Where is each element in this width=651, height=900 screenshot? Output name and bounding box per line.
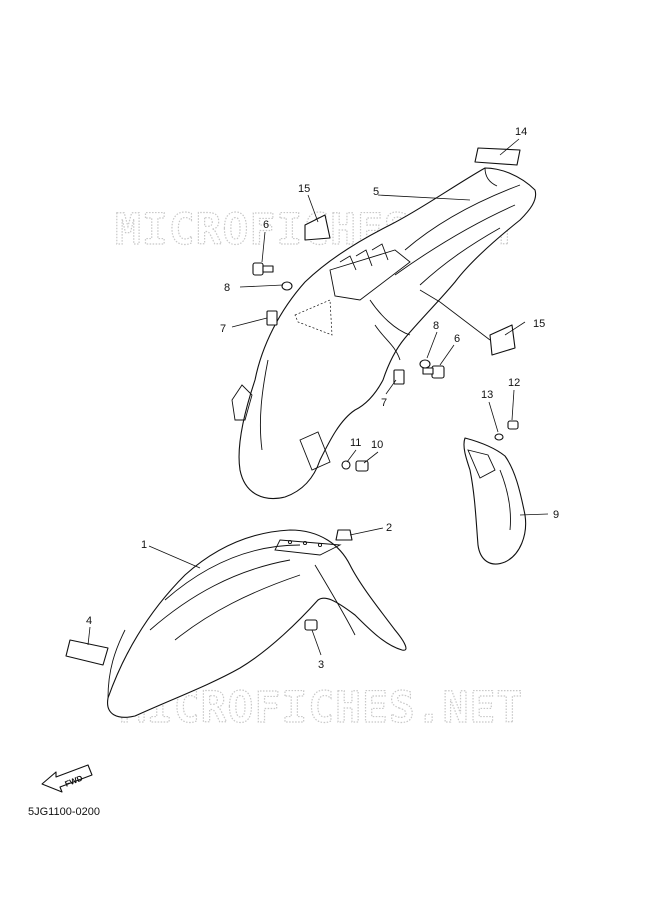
callout-8-left: 8 — [224, 282, 230, 294]
callout-11: 11 — [350, 437, 361, 449]
front-fender — [107, 529, 407, 718]
label-15-left — [304, 214, 331, 241]
washer-8-right — [419, 359, 431, 369]
rear-fender — [231, 167, 537, 500]
callout-1: 1 — [141, 539, 147, 551]
screw-3 — [304, 619, 318, 631]
callout-6-left: 6 — [263, 219, 269, 231]
callout-14: 14 — [515, 126, 527, 138]
leader-lines — [87, 138, 549, 656]
washer-8-left — [281, 281, 293, 291]
callout-15-left: 15 — [298, 183, 310, 195]
bolt-6-left — [252, 262, 274, 276]
callout-15-right: 15 — [533, 318, 545, 330]
callout-4: 4 — [86, 615, 92, 627]
callout-7-left: 7 — [220, 323, 226, 335]
diagram-code: 5JG1100-0200 — [28, 806, 100, 818]
washer-11 — [341, 460, 351, 470]
callout-3: 3 — [318, 659, 324, 671]
callout-6-right: 6 — [454, 333, 460, 345]
callout-12: 12 — [508, 377, 520, 389]
clip-7-left — [266, 310, 278, 326]
clip-7-right — [393, 369, 405, 385]
callout-7-right: 7 — [381, 397, 387, 409]
callout-13: 13 — [481, 389, 493, 401]
callout-10: 10 — [371, 439, 383, 451]
screw-12 — [507, 420, 519, 430]
callout-2: 2 — [386, 522, 392, 534]
mud-flap — [463, 437, 527, 565]
label-14 — [474, 147, 521, 166]
callout-9: 9 — [553, 509, 559, 521]
washer-13 — [494, 433, 504, 441]
label-15-right — [489, 324, 516, 356]
label-4 — [65, 639, 109, 666]
callout-8-right: 8 — [433, 320, 439, 332]
fwd-arrow-icon: FWD — [41, 764, 93, 793]
nut-2 — [335, 529, 353, 541]
nut-10 — [355, 460, 369, 472]
bolt-6-right — [422, 365, 445, 379]
callout-5: 5 — [373, 186, 379, 198]
